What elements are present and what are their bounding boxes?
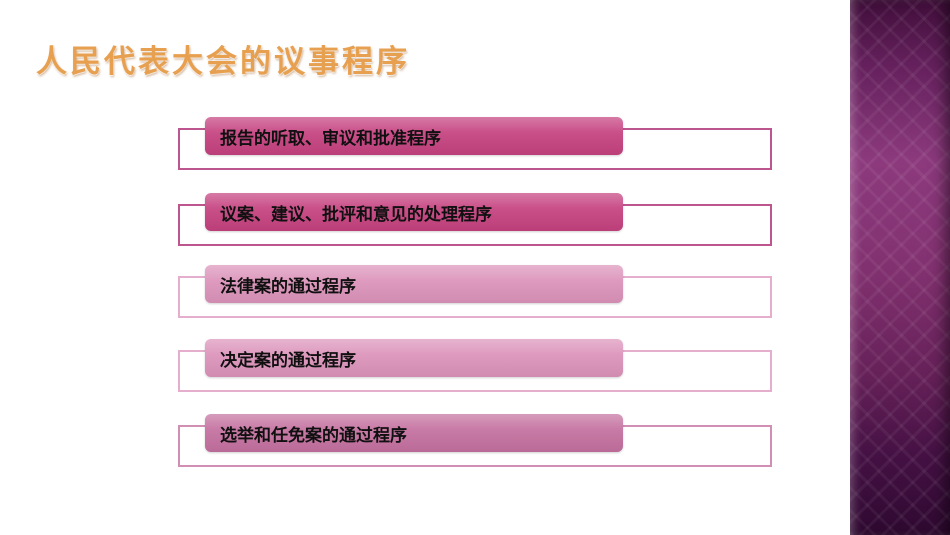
process-item-bar: 报告的听取、审议和批准程序 [205,117,623,155]
process-item-bar: 决定案的通过程序 [205,339,623,377]
process-item-label: 决定案的通过程序 [220,350,356,370]
process-item-bar: 法律案的通过程序 [205,265,623,303]
process-item: 议案、建议、批评和意见的处理程序 [0,193,950,253]
process-item: 法律案的通过程序 [0,265,950,325]
process-item: 选举和任免案的通过程序 [0,414,950,474]
process-item-label: 报告的听取、审议和批准程序 [220,128,441,148]
process-item-bar: 选举和任免案的通过程序 [205,414,623,452]
process-item: 决定案的通过程序 [0,339,950,399]
decorative-side-strip [850,0,950,535]
process-item-label: 选举和任免案的通过程序 [220,425,407,445]
process-item: 报告的听取、审议和批准程序 [0,117,950,177]
process-item-label: 议案、建议、批评和意见的处理程序 [220,204,492,224]
slide-title: 人民代表大会的议事程序 [36,44,410,79]
process-item-label: 法律案的通过程序 [220,276,356,296]
process-item-bar: 议案、建议、批评和意见的处理程序 [205,193,623,231]
